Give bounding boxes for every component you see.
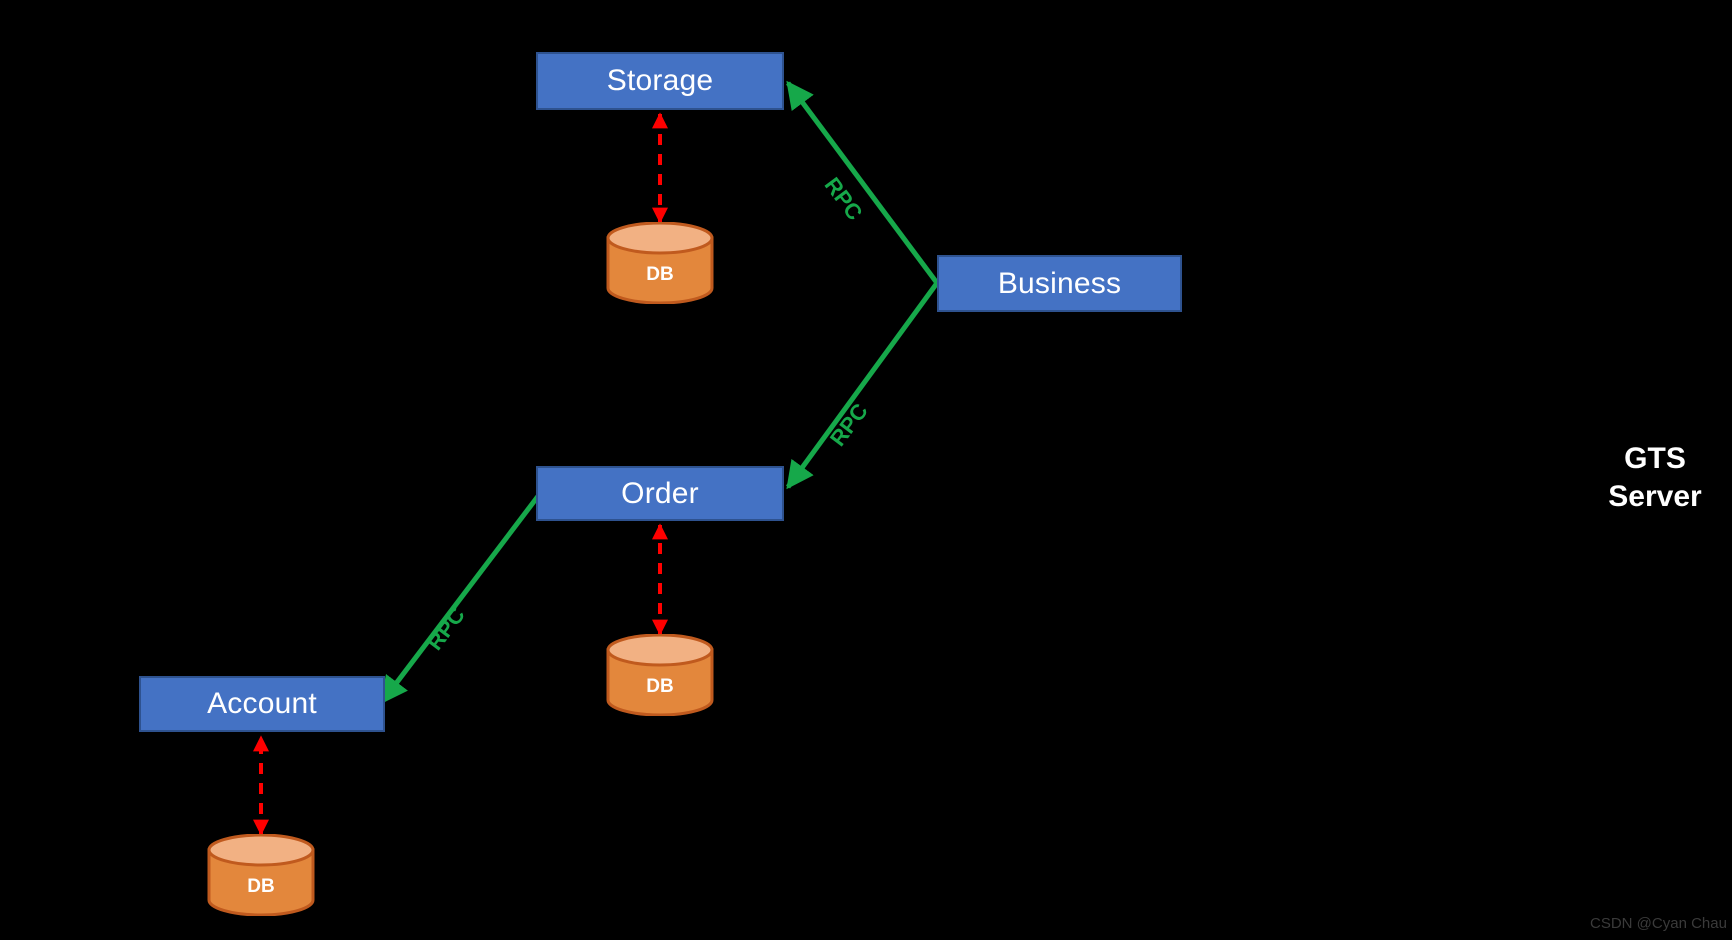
cylinder-icon bbox=[606, 633, 714, 717]
cylinder-icon bbox=[606, 221, 714, 305]
database-storage[interactable]: DB bbox=[605, 221, 715, 305]
database-order[interactable]: DB bbox=[605, 633, 715, 717]
node-order-label: Order bbox=[621, 476, 699, 510]
rpc-line-business-to-order bbox=[785, 281, 940, 490]
node-account-label: Account bbox=[207, 687, 317, 720]
gts-server-label: GTS Server bbox=[1608, 442, 1702, 514]
node-storage-label: Storage bbox=[606, 64, 714, 97]
node-business[interactable]: Business bbox=[937, 255, 1182, 312]
node-account[interactable]: Account bbox=[139, 676, 385, 732]
rpc-line-business-to-storage bbox=[785, 80, 940, 285]
database-account[interactable]: DB bbox=[206, 833, 316, 917]
node-storage[interactable]: Storage bbox=[536, 52, 784, 110]
watermark-label: CSDN @Cyan Chau bbox=[1590, 915, 1727, 932]
node-business-label: Business bbox=[997, 266, 1122, 300]
node-order[interactable]: Order bbox=[536, 466, 784, 521]
rpc-line-order-to-account bbox=[380, 481, 550, 705]
cylinder-icon bbox=[207, 833, 315, 917]
